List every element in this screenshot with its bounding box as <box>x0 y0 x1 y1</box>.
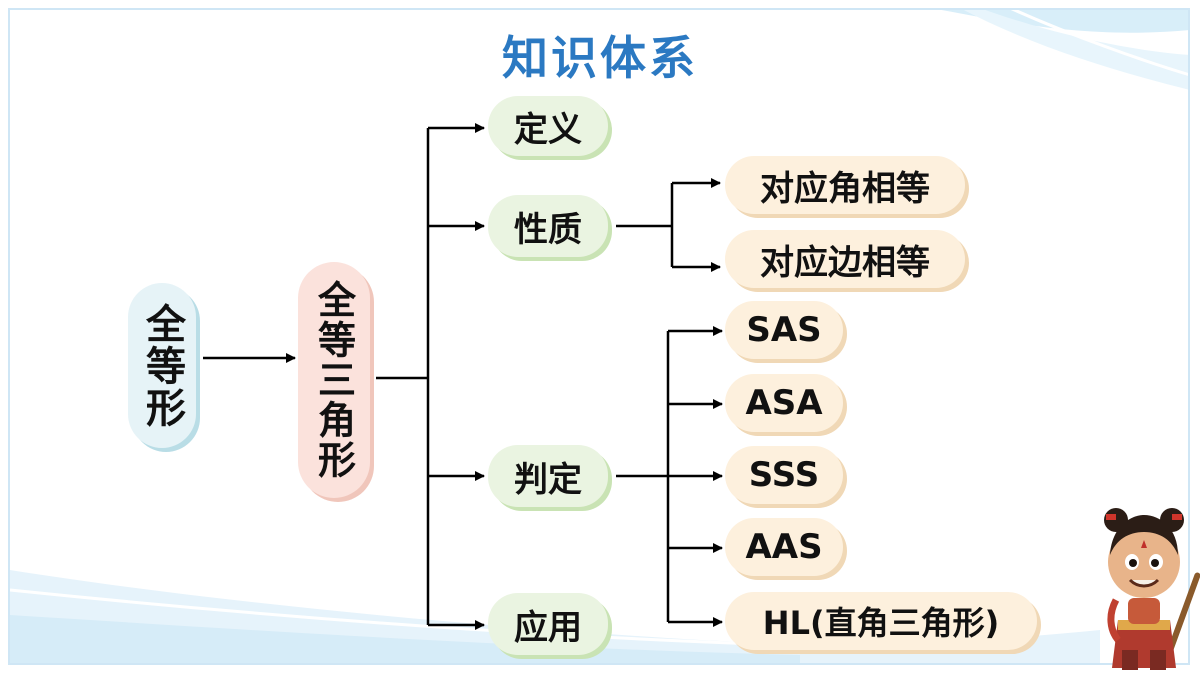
branch-application: 应用 <box>488 593 608 655</box>
root-node-congruent-figures: 全等形 <box>128 283 196 448</box>
leaf-criterion-sas: SAS <box>725 301 843 359</box>
node-congruent-triangles: 全等三角形 <box>298 262 370 498</box>
leaf-criterion-asa: ASA <box>725 374 843 432</box>
leaf-criterion-hl-right-triangle: HL(直角三角形) <box>725 592 1037 650</box>
leaf-corresponding-sides-equal: 对应边相等 <box>725 230 965 288</box>
branch-criteria: 判定 <box>488 445 608 507</box>
branch-definition: 定义 <box>488 96 608 156</box>
slide-title: 知识体系 <box>502 31 698 85</box>
leaf-criterion-aas: AAS <box>725 518 843 576</box>
slide-frame <box>8 8 1190 665</box>
cartoon-mascot-image <box>1104 508 1200 670</box>
branch-properties: 性质 <box>488 195 608 257</box>
top-wave-decoration <box>930 6 1191 90</box>
leaf-corresponding-angles-equal: 对应角相等 <box>725 156 965 214</box>
leaf-criterion-sss: SSS <box>725 446 843 504</box>
